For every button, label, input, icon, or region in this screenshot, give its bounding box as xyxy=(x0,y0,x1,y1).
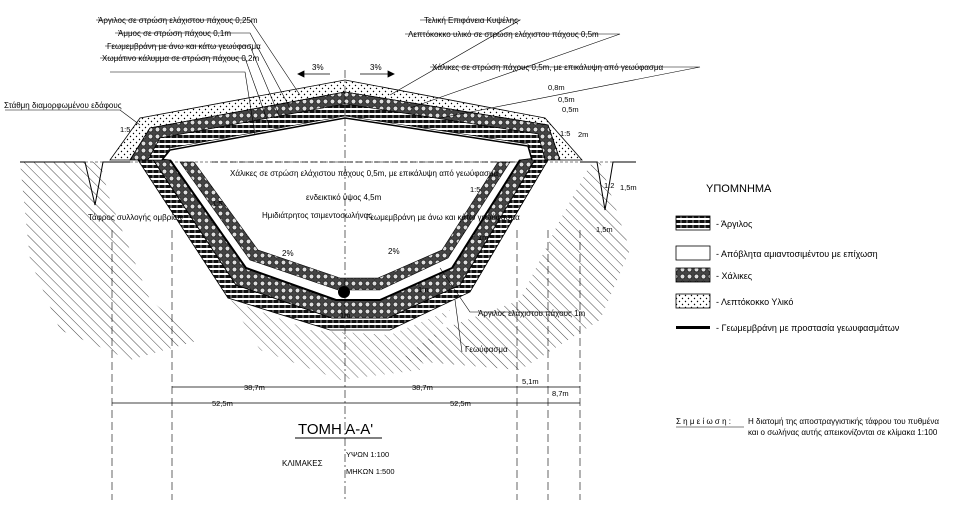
ground-line xyxy=(20,161,636,211)
inner-gravel-ring xyxy=(179,161,511,291)
label-ratio-1: 1:5 xyxy=(120,125,130,134)
label-final-surface: Τελική Επιφάνεια Κυψέλης xyxy=(424,16,518,25)
scales-label: ΚΛΙΜΑΚΕΣ xyxy=(282,459,323,468)
label-grade-left: 2% xyxy=(282,249,294,258)
drain-pipe xyxy=(338,286,350,298)
label-drain-ditch: Τάφρος συλλογής ομβρίων xyxy=(88,213,183,222)
label-soil-cover: Χωμάτινο κάλυμμα σε στρώση πάχους 0,2m xyxy=(102,54,259,63)
label-dim-1m-b: 1m xyxy=(418,285,428,294)
label-dim-2m: 2m xyxy=(578,130,588,139)
legend-item-fine: - Λεπτόκοκκο Υλικό xyxy=(716,297,793,307)
label-dim-51: 5,1m xyxy=(522,377,539,386)
label-geotextile: Γεωύφασμα xyxy=(465,345,508,354)
legend xyxy=(675,215,711,329)
legend-title: ΥΠΟΜΝΗΜΑ xyxy=(706,183,772,195)
scale-heights: ΥΨΩΝ 1:100 xyxy=(346,450,389,459)
label-indicative-height: ενδεικτικό ύψος 4,5m xyxy=(306,193,382,202)
label-ratio-2: 1:5 xyxy=(212,199,222,208)
legend-item-clay: - Άργιλος xyxy=(716,219,753,229)
label-grade-right: 2% xyxy=(388,247,400,256)
label-finegrained-layer: Λεπτόκοκκο υλικό σε στρώση ελάχιστου πάχ… xyxy=(408,30,599,39)
label-gravel-inner: Χάλικες σε στρώση ελάχιστου πάχους 0,5m,… xyxy=(230,169,499,178)
scale-lengths: ΜΗΚΩΝ 1:500 xyxy=(346,467,395,476)
label-stabilized-ground: Στάθμη διαμορφωμένου εδάφους xyxy=(4,101,122,110)
label-ratio-3: 1:5 xyxy=(470,185,480,194)
label-ratio-5: 1:2 xyxy=(604,181,614,190)
label-clay-min: Άργιλος ελάχιστου πάχους 1m xyxy=(478,309,586,318)
note-line1: Η διατομή της αποστραγγιστικής τάφρου το… xyxy=(748,417,939,426)
geomembrane-line xyxy=(169,159,521,301)
leader-lines xyxy=(5,19,701,353)
label-dim-15b: 1,5m xyxy=(596,225,613,234)
note-line2: και ο σωλήνας αυτής απεικονίζονται σε κλ… xyxy=(748,428,938,437)
label-dim-15a: 1,5m xyxy=(620,183,637,192)
label-gravel-top: Χάλικες σε στρώση πάχους 0,5m, με επικάλ… xyxy=(432,63,663,72)
label-perforated-pipe: Ημιδιάτρητος τσιμεντοσωλήνας xyxy=(262,211,372,220)
label-geomembrane-inner: Γεωμεμβράνη με άνω και κάτω γεωύφασμα xyxy=(366,213,520,222)
dimension-guides xyxy=(111,230,581,500)
label-dim-05a: 0,5m xyxy=(558,95,575,104)
label-pipe: Φ xyxy=(341,288,347,297)
legend-item-waste: - Απόβλητα αμιαντοσιμέντου με επίχωση xyxy=(716,249,878,259)
label-dim-08: 0,8m xyxy=(548,83,565,92)
label-dim-387a: 38,7m xyxy=(244,383,265,392)
label-dim-1m-c: 1m xyxy=(478,233,488,242)
label-ratio-4: 1:5 xyxy=(560,129,570,138)
label-dim-525b: 52,5m xyxy=(450,399,471,408)
label-sand-layer: Άμμος σε στρώση πάχους 0,1m xyxy=(118,29,231,38)
slope-arrows xyxy=(297,70,395,78)
label-slope-left: 3% xyxy=(312,63,324,72)
ground-hatching xyxy=(20,162,630,380)
label-dim-525a: 52,5m xyxy=(212,399,233,408)
label-geomembrane-top: Γεωμεμβράνη με άνω και κάτω γεωύφασμα xyxy=(107,42,261,51)
label-dim-387b: 38,7m xyxy=(412,383,433,392)
legend-item-membrane: - Γεωμεμβράνη με προστασία γεωυφασμάτων xyxy=(716,323,900,333)
note-heading: Σ η μ ε ί ω σ η : xyxy=(676,417,731,426)
label-dim-1m: 1m xyxy=(340,311,350,320)
label-slope-right: 3% xyxy=(370,63,382,72)
section-title: ΤΟΜΗ Α-Α' xyxy=(298,421,373,438)
dimension-lines xyxy=(112,386,580,404)
label-dim-05b: 0,5m xyxy=(562,105,579,114)
label-dim-87: 8,7m xyxy=(552,389,569,398)
label-clay-cover: Άργιλος σε στρώση ελάχιστου πάχους 0,25m xyxy=(98,16,258,25)
legend-item-gravel: - Χάλικες xyxy=(716,271,753,281)
